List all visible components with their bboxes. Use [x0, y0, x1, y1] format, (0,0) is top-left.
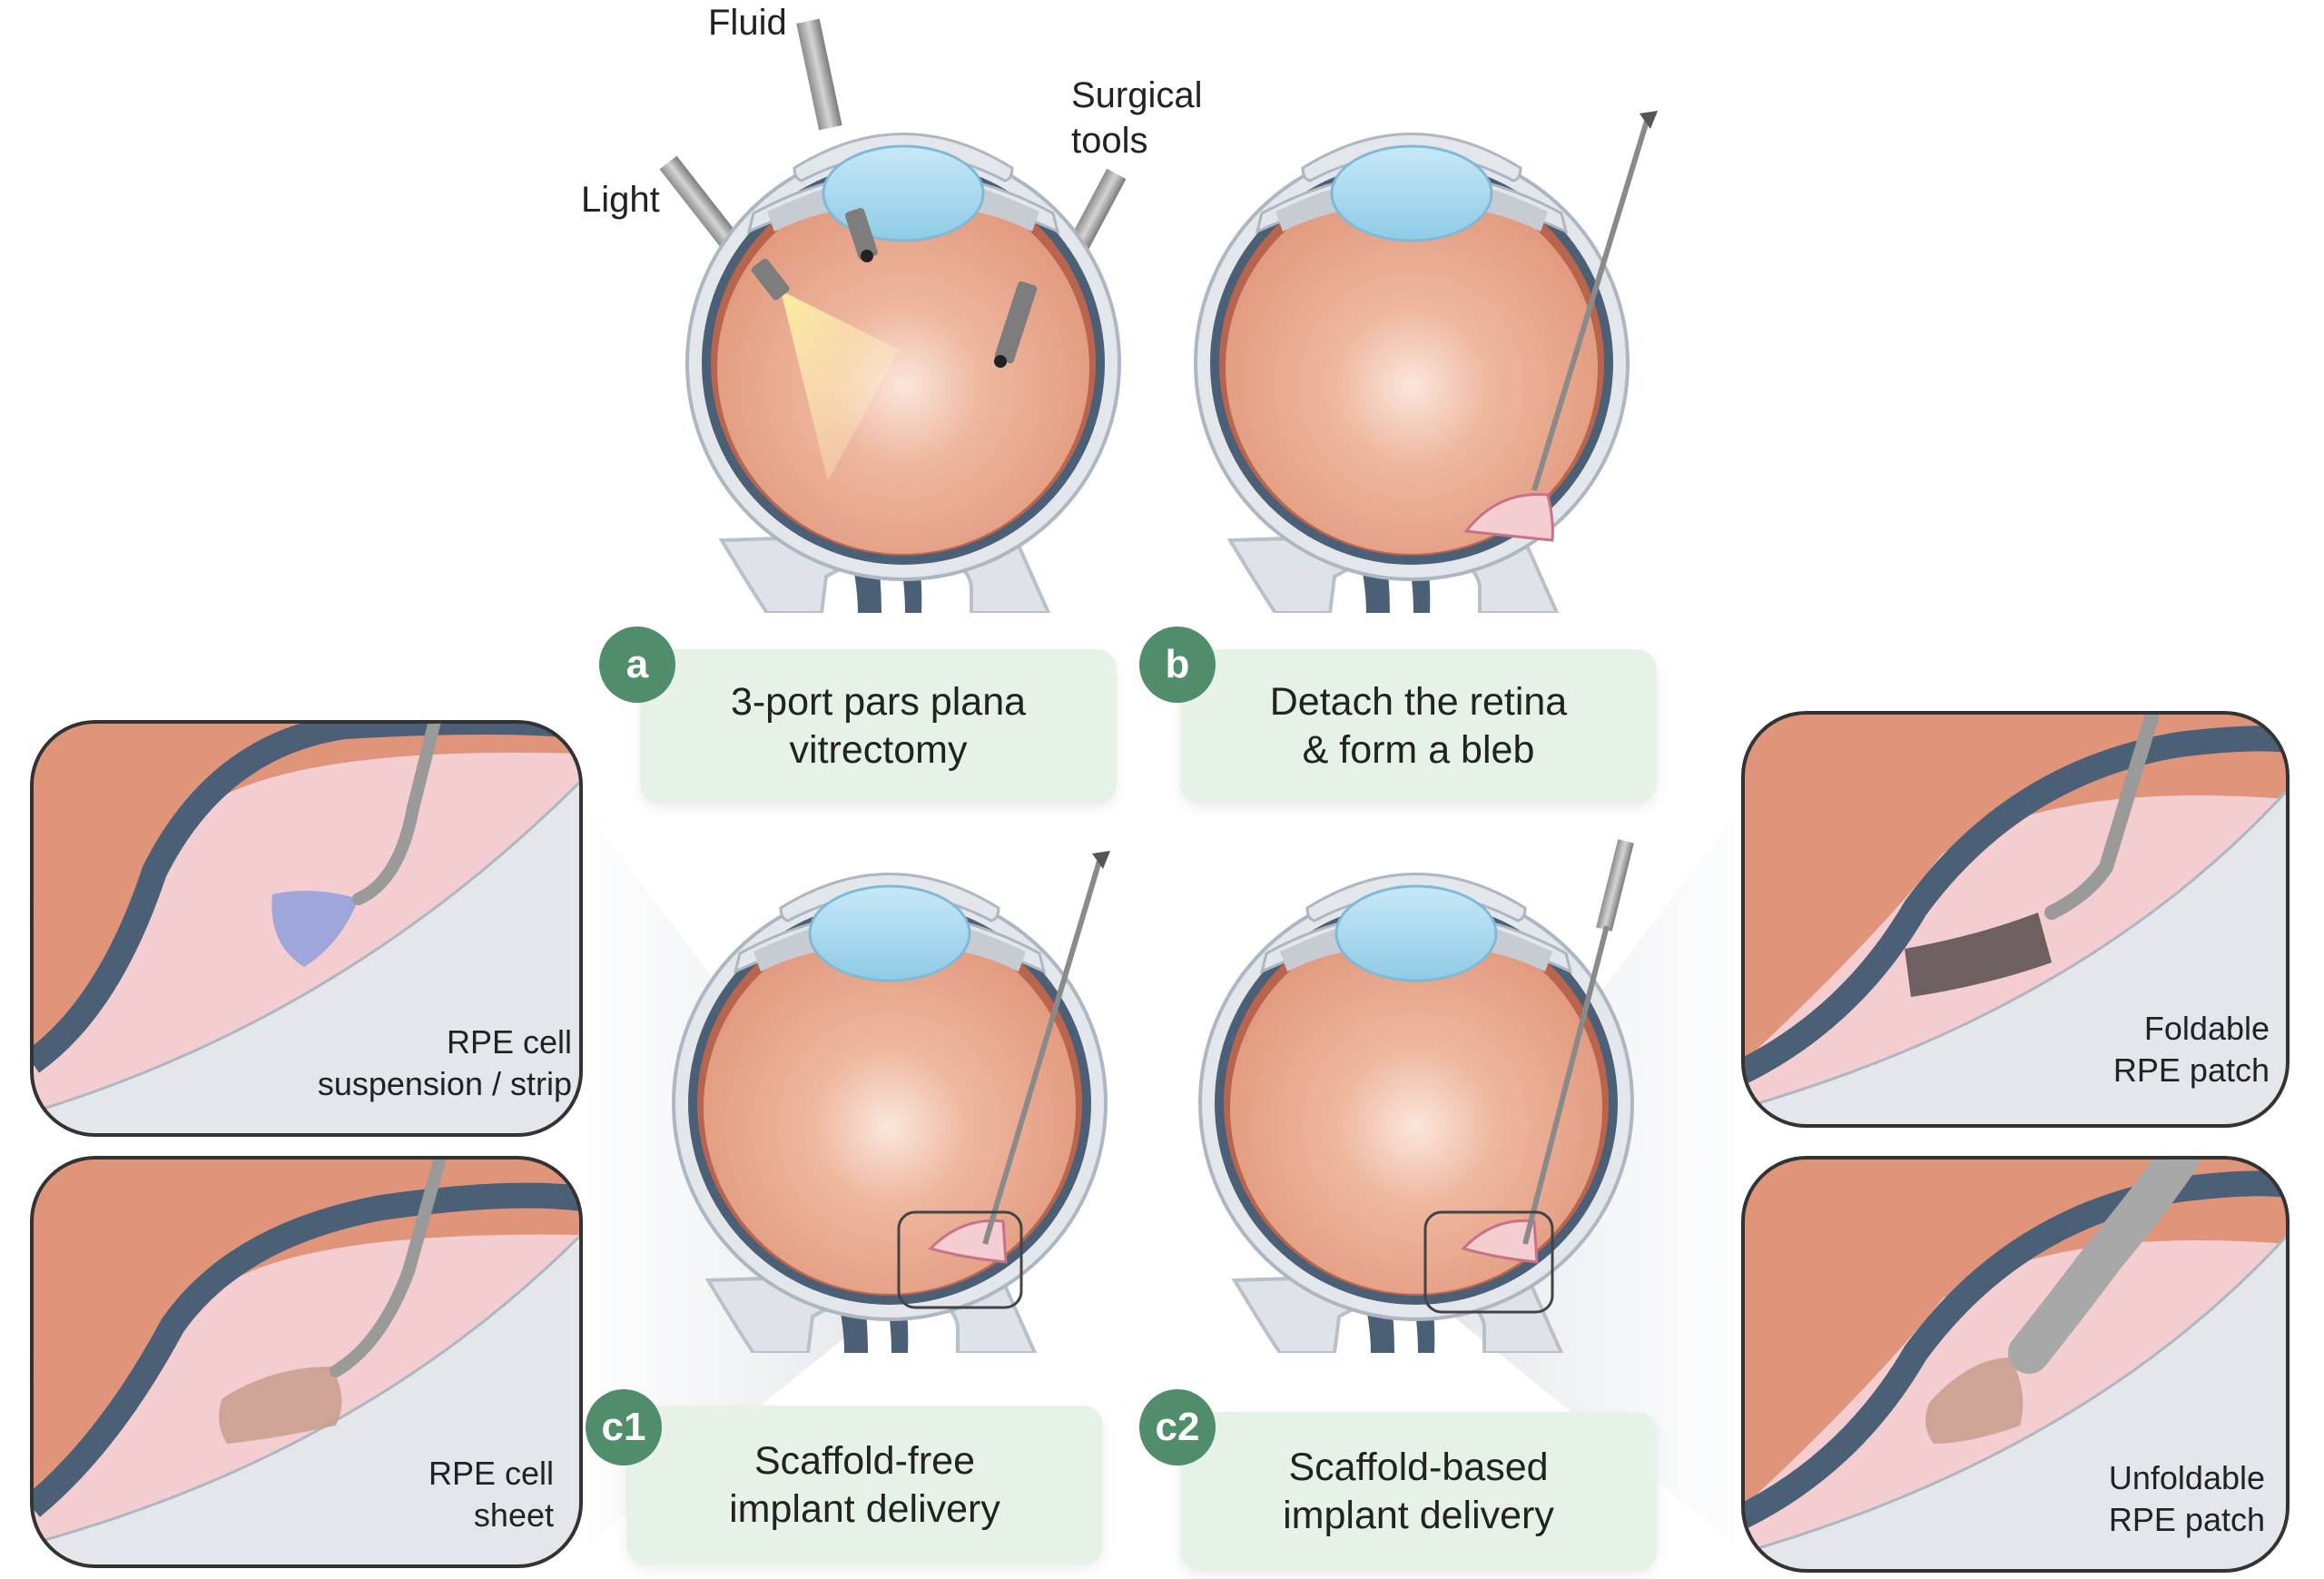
- step-b-line2: & form a bleb: [1302, 728, 1535, 772]
- light-cannula: [751, 258, 790, 301]
- step-b-line1: Detach the retina: [1269, 680, 1568, 724]
- step-c1-line2: implant delivery: [729, 1486, 1000, 1531]
- fluid-cannula: [844, 208, 878, 261]
- step-c1-label: Scaffold-free implant delivery: [626, 1406, 1103, 1564]
- inset-unfoldable-caption: Unfoldable RPE patch: [2034, 1457, 2265, 1541]
- step-c1-badge: c1: [586, 1389, 662, 1466]
- light-label: Light: [581, 180, 660, 220]
- inset-foldable-line1: Foldable: [2143, 1010, 2270, 1047]
- surgical-tools-line1: Surgical: [1071, 75, 1203, 115]
- inset-unfoldable-patch: [1741, 1156, 2290, 1573]
- step-c2-label: Scaffold-based implant delivery: [1180, 1412, 1657, 1571]
- step-a-label: 3-port pars plana vitrectomy: [640, 649, 1117, 804]
- inset-sheet-line1: RPE cell: [428, 1455, 554, 1492]
- inset-unfoldable-line1: Unfoldable: [2108, 1459, 2265, 1496]
- eye-panel-c2: [1198, 839, 1634, 1353]
- inset-foldable-patch: [1741, 711, 2290, 1128]
- c2-delivery-tool: [1522, 925, 1610, 1245]
- surgical-cannula: [994, 281, 1038, 364]
- step-a-line2: vitrectomy: [789, 728, 968, 772]
- step-c2-line1: Scaffold-based: [1288, 1445, 1549, 1489]
- step-a-line1: 3-port pars plana: [730, 680, 1027, 724]
- inset-unfoldable-line2: RPE patch: [2108, 1501, 2265, 1538]
- cell-suspension: [271, 891, 359, 967]
- step-b-badge: b: [1139, 627, 1216, 703]
- cell-sheet: [219, 1367, 342, 1444]
- fluid-label: Fluid: [708, 3, 787, 43]
- injection-needle: [1531, 117, 1650, 491]
- inset-rpe-sheet: [30, 1156, 583, 1568]
- flat-patch: [1925, 1357, 2024, 1444]
- inset-sheet-caption: RPE cell sheet: [309, 1453, 554, 1536]
- retinal-bleb: [1463, 493, 1554, 542]
- step-c1-line1: Scaffold-free: [753, 1438, 975, 1483]
- eye-panel-b: [1194, 111, 1658, 613]
- c1-injection-needle: [982, 857, 1103, 1245]
- surgical-tools-line2: tools: [1071, 121, 1148, 161]
- inset-foldable-line2: RPE patch: [2112, 1051, 2270, 1089]
- inset-foldable-caption: Foldable RPE patch: [2034, 1008, 2270, 1091]
- inset-suspension-caption: RPE cell suspension / strip: [218, 1021, 572, 1105]
- light-port-tool: [659, 155, 739, 249]
- c2-zoom-box: [1423, 1210, 1554, 1314]
- fluid-port-tool: [796, 18, 842, 131]
- inset-suspension-line1: RPE cell: [446, 1023, 572, 1061]
- folded-patch: [1905, 913, 2052, 997]
- step-b-label: Detach the retina & form a bleb: [1180, 649, 1657, 804]
- surgical-tools-label: Surgical tools: [1071, 73, 1203, 163]
- inset-rpe-suspension: [30, 720, 583, 1137]
- step-a-badge: a: [599, 627, 675, 703]
- step-c2-line2: implant delivery: [1283, 1493, 1554, 1537]
- step-c2-badge: c2: [1139, 1389, 1216, 1466]
- inset-sheet-line2: sheet: [473, 1496, 554, 1534]
- inset-suspension-line2: suspension / strip: [317, 1065, 572, 1102]
- eye-panel-c1: [672, 851, 1110, 1353]
- eye-panel-a: [659, 18, 1127, 613]
- c1-zoom-box: [897, 1210, 1023, 1309]
- light-beam: [781, 291, 899, 481]
